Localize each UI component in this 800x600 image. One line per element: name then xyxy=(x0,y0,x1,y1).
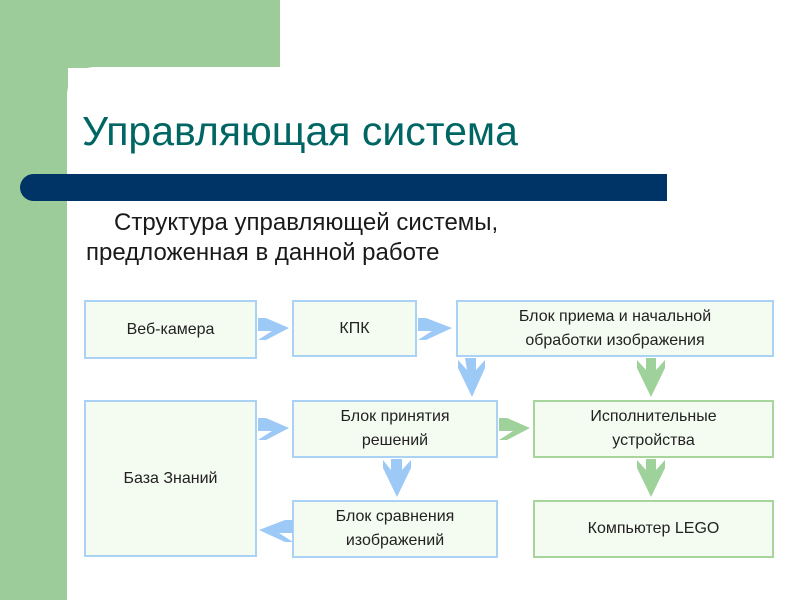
arrow-down-icon xyxy=(458,358,485,397)
arrow-down-icon xyxy=(383,459,411,497)
background-green-left xyxy=(0,0,68,600)
box-pda: КПК xyxy=(292,300,417,357)
box-label: КПК xyxy=(339,319,370,337)
box-label: Веб-камера xyxy=(126,320,215,338)
slide-title: Управляющая система xyxy=(82,108,518,154)
box-label: изображений xyxy=(345,532,445,549)
box-label: Блок сравнения xyxy=(335,508,455,525)
arrow-down-icon xyxy=(637,459,665,497)
subtitle-line-2: предложенная в данной работе xyxy=(86,239,440,266)
arrow-right-icon xyxy=(418,318,452,340)
box-label: обработки изображения xyxy=(525,331,705,349)
arrow-down-icon xyxy=(637,358,665,397)
box-actuators: Исполнительные устройства xyxy=(533,400,774,458)
box-label: Блок приема и начальной xyxy=(518,307,712,325)
title-divider-bar xyxy=(20,174,667,201)
box-label: Исполнительные xyxy=(590,408,717,425)
box-decision: Блок принятия решений xyxy=(292,400,498,458)
box-label: Блок принятия xyxy=(340,408,450,425)
arrow-right-icon xyxy=(258,418,289,440)
box-image-receive: Блок приема и начальной обработки изображ… xyxy=(456,300,774,357)
box-label: решений xyxy=(361,432,429,449)
box-image-compare: Блок сравнения изображений xyxy=(292,500,498,558)
arrow-right-icon xyxy=(258,318,289,340)
slide-subtitle: Структура управляющей системы, предложен… xyxy=(86,208,498,268)
arrow-left-icon xyxy=(259,520,293,542)
box-lego-computer: Компьютер LEGO xyxy=(533,500,774,558)
box-label: Компьютер LEGO xyxy=(587,520,720,537)
subtitle-line-1: Структура управляющей системы, xyxy=(114,209,499,236)
box-webcam: Веб-камера xyxy=(84,300,257,359)
box-knowledge-base: База Знаний xyxy=(84,400,257,557)
box-label: устройства xyxy=(612,432,695,449)
arrow-right-icon xyxy=(499,418,530,440)
box-label: База Знаний xyxy=(123,469,218,487)
